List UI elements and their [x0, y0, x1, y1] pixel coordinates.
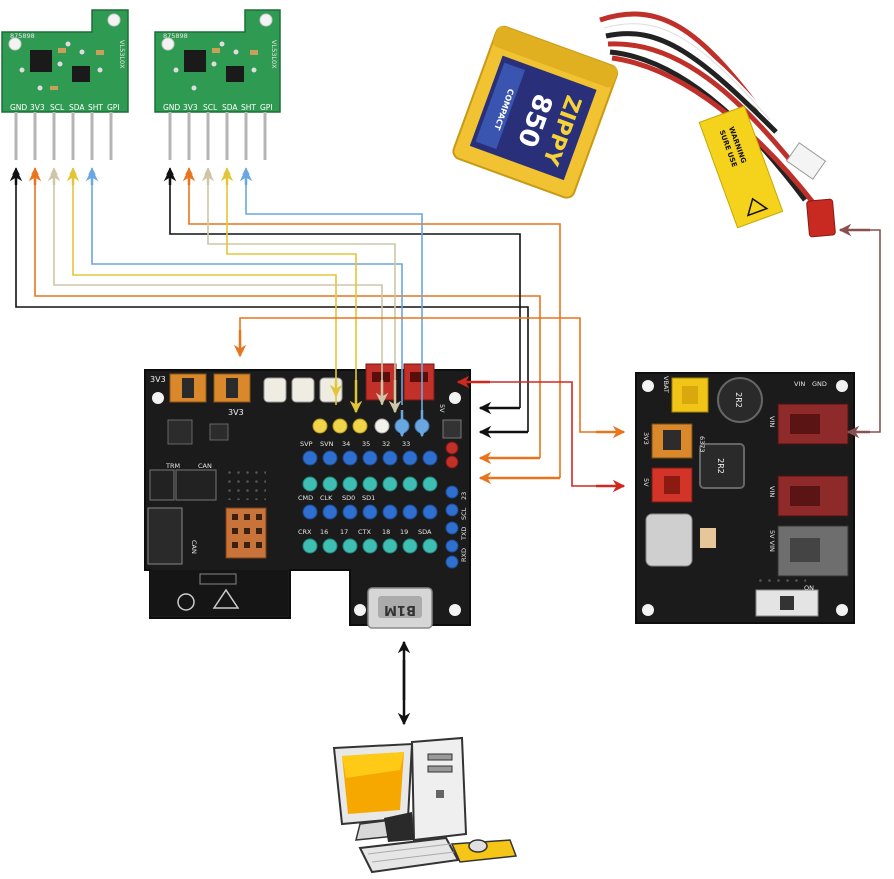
header-label-33: 33	[402, 440, 410, 448]
wire-right-gnd	[166, 167, 521, 408]
lipo-battery: ZIPPY 850 COMPACT WARNING SURE USE	[452, 11, 836, 238]
wire-right-3v3	[185, 167, 561, 478]
side-label-scl: SCL	[460, 507, 468, 520]
sensor-module-left: 875898 VL53L0X GND 3V3 SCL SDA SHT GPI	[1, 9, 129, 160]
sensor-left-pin-scl: SCL	[50, 103, 65, 112]
sensor-left-pin-3v3: 3V3	[30, 103, 45, 112]
header-label-18: 18	[382, 528, 390, 536]
sensor-right-pin-sht: SHT	[241, 103, 256, 112]
header-label-32: 32	[382, 440, 390, 448]
sensor-right-side-text: VL53L0X	[270, 40, 278, 69]
wire-left-scl	[50, 167, 383, 405]
wire-left-gnd	[12, 167, 529, 432]
power-label-5v-vin: 5V VIN	[768, 530, 776, 552]
header-label-35: 35	[362, 440, 370, 448]
wire-left-3v3	[31, 167, 541, 458]
side-label-rxd: RXD	[460, 548, 468, 562]
header-label-sda: SDA	[418, 528, 432, 536]
sensor-left-pin-sda: SDA	[69, 103, 85, 112]
sensor-left-code: 875898	[10, 32, 35, 40]
power-board: 2R2 2R2 6373 VIN GND 3V3 VBAT 5V VIN VIN…	[635, 372, 855, 624]
header-grid	[302, 450, 438, 554]
side-label-txd: TXD	[460, 527, 468, 541]
header-label-sd1: SD1	[362, 494, 375, 502]
sensor-left-side-text: VL53L0X	[118, 40, 126, 69]
power-label-vin-3: VIN	[768, 486, 776, 497]
power-label-3v3: 3V3	[642, 432, 650, 445]
sensor-right-pin-gpi: GPI	[260, 103, 273, 112]
main-board-top-label: 3V3	[150, 375, 166, 384]
header-label-16: 16	[320, 528, 328, 536]
sensor-left-pin-sht: SHT	[88, 103, 103, 112]
wire-left-sht	[88, 167, 403, 405]
side-label-23: 23	[460, 492, 468, 500]
power-label-vin-2: VIN	[768, 416, 776, 427]
connector-label-trm: TRM	[165, 462, 180, 470]
power-label-5v: 5V	[642, 478, 650, 487]
sensor-right-code: 875898	[163, 32, 188, 40]
wire-right-scl	[204, 167, 396, 405]
header-label-cmd: CMD	[298, 494, 313, 502]
sensor-right-pin-sda: SDA	[222, 103, 238, 112]
jst-label: 5V	[438, 404, 446, 413]
inductor-1-label: 2R2	[734, 392, 743, 408]
sensor-left-pin-gpi: GPI	[107, 103, 120, 112]
header-label-19: 19	[400, 528, 408, 536]
chip-label: 6373	[698, 436, 706, 453]
header-label-svp: SVP	[300, 440, 313, 448]
header-label-clk: CLK	[320, 494, 333, 502]
sensor-right-pin-3v3: 3V3	[183, 103, 198, 112]
sensor-module-right: 875898 VL53L0X GND 3V3 SCL SDA SHT GPI	[154, 9, 281, 160]
connector-label-can-2: CAN	[190, 540, 198, 554]
power-label-vbat: VBAT	[662, 376, 670, 393]
sensor-right-pin-scl: SCL	[203, 103, 218, 112]
main-board-bottom-label: 3V3	[228, 408, 244, 417]
usb-label: B1M	[384, 602, 416, 617]
header-label-ctx: CTX	[358, 528, 372, 536]
wire-3v3-power	[239, 317, 625, 436]
connector-label-can: CAN	[198, 462, 212, 470]
sensor-left-pin-gnd: GND	[10, 103, 27, 112]
header-label-34: 34	[342, 440, 350, 448]
computer-icon	[332, 736, 518, 874]
inductor-2-label: 2R2	[716, 458, 725, 474]
power-label-vin: VIN	[794, 380, 805, 388]
main-board: 3V3 3V3 TRM CAN CAN SVP SVN 34 35	[144, 363, 471, 629]
sensor-right-pin-gnd: GND	[163, 103, 180, 112]
power-label-on: ON	[804, 584, 814, 592]
wire-left-sda	[69, 167, 337, 405]
header-row-yellow	[312, 418, 368, 434]
header-label-svn: SVN	[320, 440, 334, 448]
wire-right-sda	[223, 167, 357, 405]
wire-right-sht	[242, 167, 423, 432]
wire-5v	[458, 381, 625, 490]
header-label-17: 17	[340, 528, 348, 536]
header-label-sd0: SD0	[342, 494, 355, 502]
header-label-crx: CRX	[298, 528, 312, 536]
wires	[9, 167, 881, 726]
power-label-gnd: GND	[812, 380, 827, 388]
